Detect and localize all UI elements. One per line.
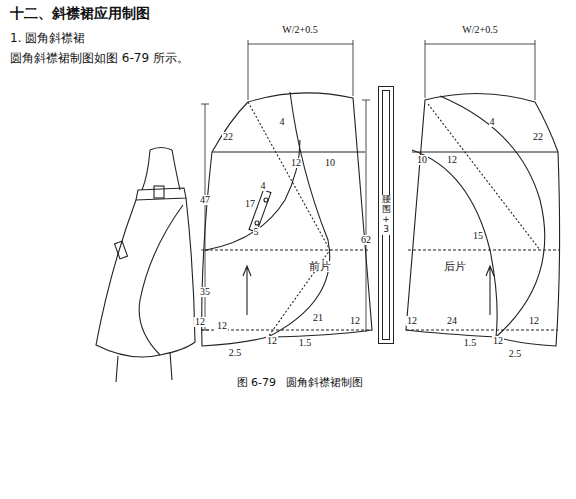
- dimension-label: 12: [194, 317, 206, 327]
- dimension-label: 17: [244, 199, 256, 209]
- piece-name: 后片: [443, 261, 467, 272]
- dimension-label: 12: [290, 158, 302, 168]
- dimension-label: W/2+0.5: [281, 25, 318, 35]
- front-piece: [201, 40, 372, 346]
- dimension-label: 2.5: [228, 348, 243, 358]
- subheading: 1. 圆角斜襟裙: [10, 32, 85, 44]
- dimension-label: 1.5: [298, 338, 313, 348]
- dimension-label: 12: [349, 316, 361, 326]
- dimension-label: 24: [446, 316, 458, 326]
- vertical-label: 腰围+3: [382, 195, 391, 235]
- section-title: 十二、斜襟裙应用制图: [10, 6, 150, 20]
- piece-name: 前片: [308, 261, 332, 272]
- dimension-label: 47: [199, 195, 211, 205]
- dimension-label: 2.5: [508, 349, 523, 359]
- dimension-label: 35: [199, 287, 211, 297]
- skirt-illustration: [96, 148, 195, 383]
- dimension-label: 12: [216, 321, 228, 331]
- dimension-label: 1.5: [463, 338, 478, 348]
- dimension-label: 12: [406, 316, 418, 326]
- waist-measure-bar: 腰围+3: [378, 86, 394, 344]
- dimension-label: 12: [528, 316, 540, 326]
- intro-text: 圆角斜襟裙制图如图 6-79 所示。: [10, 52, 189, 64]
- dimension-label: 62: [360, 235, 372, 245]
- dimension-label: 15: [472, 231, 484, 241]
- dimension-label: 4: [279, 117, 286, 127]
- back-piece: [406, 40, 560, 346]
- dimension-label: 10: [416, 155, 428, 165]
- dimension-label: 4: [489, 117, 496, 127]
- figure-caption: 图 6-79 圆角斜襟裙制图: [237, 377, 364, 388]
- dimension-label: 12: [446, 155, 458, 165]
- dimension-label: 10: [324, 158, 336, 168]
- dimension-label: 5: [253, 227, 260, 237]
- dimension-label: W/2+0.5: [461, 25, 498, 35]
- dimension-label: 12: [266, 336, 278, 346]
- dimension-label: 21: [312, 313, 324, 323]
- dimension-label: 12: [492, 336, 504, 346]
- dimension-label: 22: [222, 132, 234, 142]
- dimension-label: 22: [532, 132, 544, 142]
- dimension-label: 4: [260, 181, 267, 191]
